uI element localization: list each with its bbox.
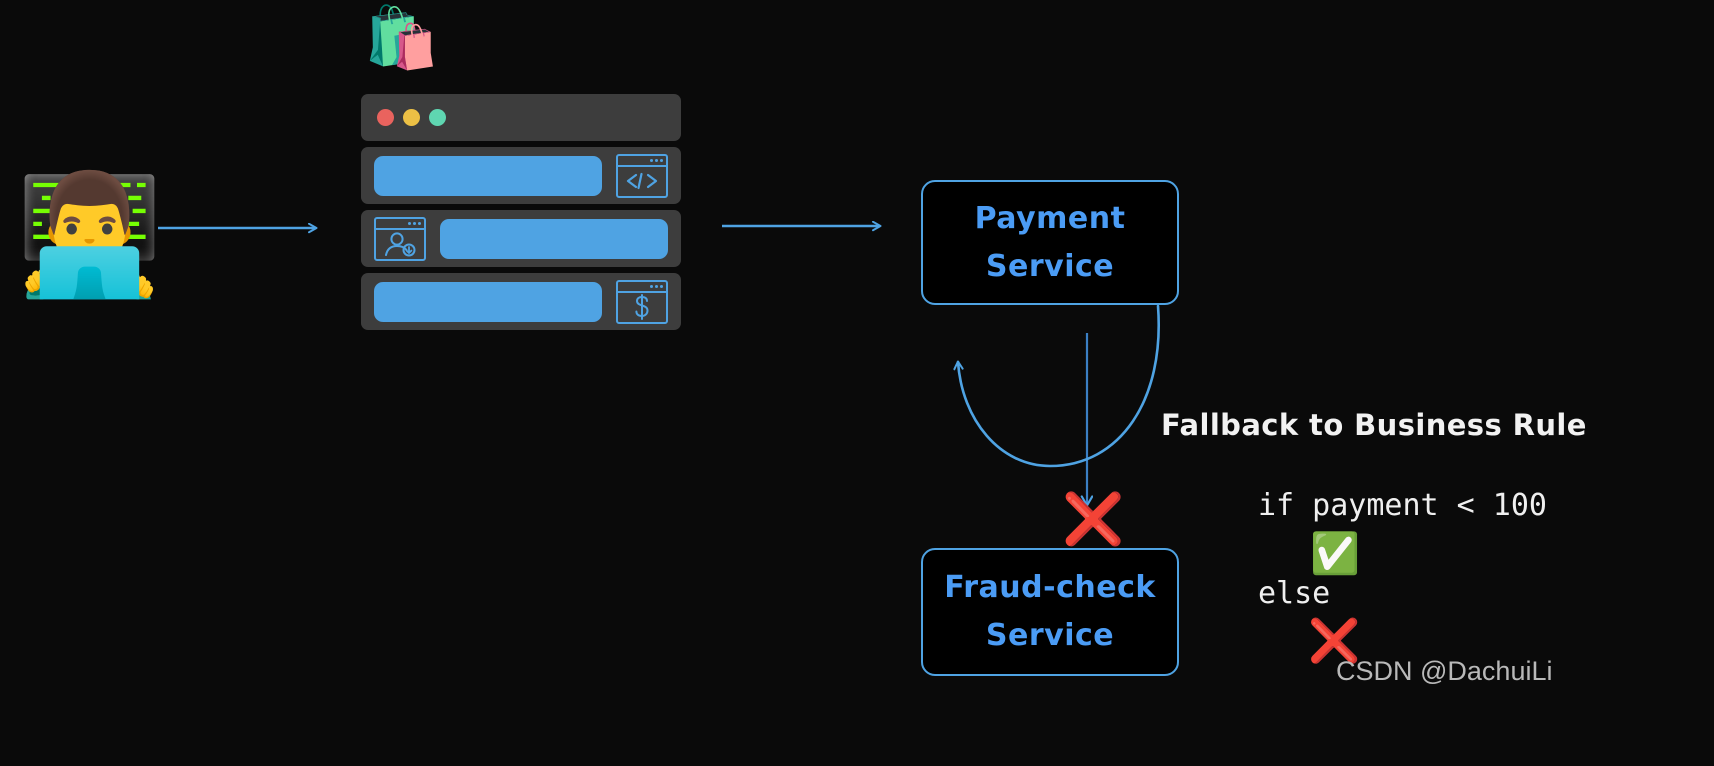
window-maximize-dot[interactable]: [429, 109, 446, 126]
content-placeholder-bar: [440, 218, 668, 259]
mini-window-titlebar: [618, 156, 666, 167]
shopping-bags-icon: 🛍️: [364, 4, 439, 71]
node-title-line2: Service: [985, 618, 1115, 653]
man-technologist-icon: 👨‍💻: [16, 169, 163, 301]
content-placeholder-bar: [374, 281, 602, 322]
mini-window-titlebar: [376, 219, 424, 230]
white-check-mark-icon: ✅: [1310, 532, 1360, 576]
window-row-code[interactable]: [361, 147, 681, 204]
watermark: CSDN @DachuiLi: [1336, 656, 1553, 686]
fraud-retry-curve-arrow: [953, 304, 1161, 468]
dollar-window-icon: [616, 279, 668, 324]
content-placeholder-bar: [374, 155, 602, 196]
flow-failure-cross-icon: ❌: [1062, 491, 1125, 547]
user-glyph: [376, 230, 424, 259]
node-title-line1: Payment: [974, 200, 1126, 236]
window-close-dot[interactable]: [377, 109, 394, 126]
window-row-user[interactable]: [361, 210, 681, 267]
code-window-icon: [616, 153, 668, 198]
app-window-mock: [361, 94, 681, 330]
node-payment-service[interactable]: Payment Service: [921, 180, 1179, 305]
window-row-payment[interactable]: [361, 273, 681, 330]
dollar-glyph: [618, 293, 666, 322]
node-title-line2: Service: [985, 248, 1115, 284]
code-line-if: if payment < 100: [1258, 488, 1547, 523]
code-line-else: else: [1258, 576, 1331, 611]
node-fraud-check-service[interactable]: Fraud-check Service: [921, 548, 1179, 676]
node-title-line1: Fraud-check: [944, 570, 1156, 605]
window-minimize-dot[interactable]: [403, 109, 420, 126]
fallback-label: Fallback to Business Rule: [1161, 408, 1587, 442]
window-titlebar: [361, 94, 681, 141]
cross-mark-icon: ❌: [1308, 617, 1361, 664]
user-window-icon: [374, 216, 426, 261]
code-glyph: [618, 167, 666, 196]
mini-window-titlebar: [618, 282, 666, 293]
